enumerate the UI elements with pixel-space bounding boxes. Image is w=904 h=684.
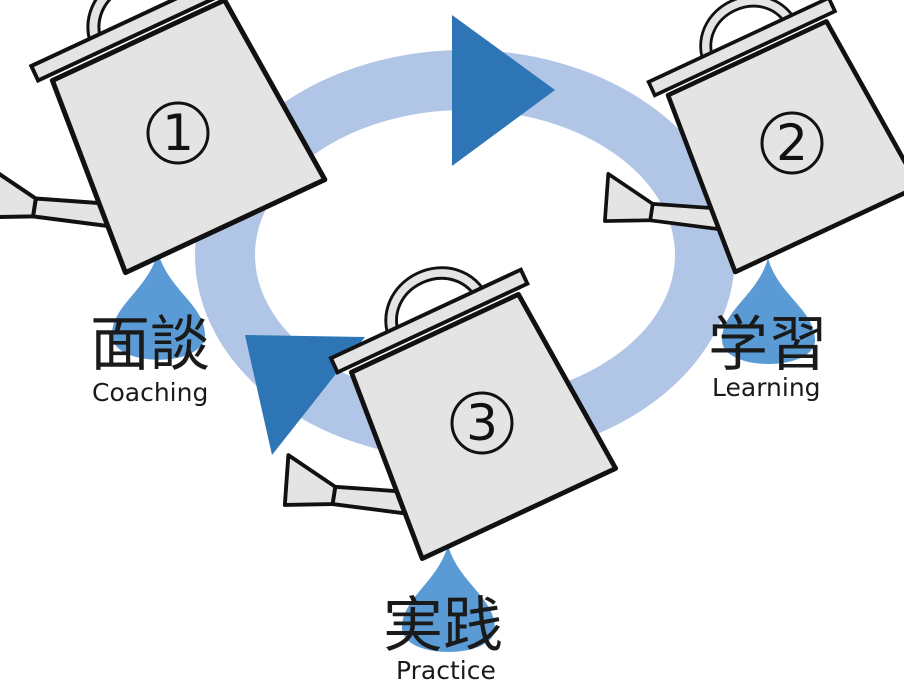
water-drop-3 [402, 545, 495, 652]
svg-text:1: 1 [162, 104, 194, 162]
step-2-label-en: Learning [712, 373, 821, 402]
svg-text:3: 3 [466, 394, 498, 452]
step-3-label-jp: 実践 [383, 591, 503, 661]
water-drop-1 [112, 252, 205, 360]
step-number-1: 1 [146, 101, 210, 165]
water-drop-2 [722, 258, 815, 364]
step-number-3: 3 [450, 391, 514, 455]
step-1-label-jp: 面談 [90, 310, 210, 380]
step-2-label-jp: 学習 [708, 310, 828, 380]
svg-text:2: 2 [776, 114, 808, 172]
step-1-label-en: Coaching [92, 378, 209, 407]
step-3-label-en: Practice [396, 656, 496, 684]
cycle-arrow-top [452, 15, 555, 166]
step-number-2: 2 [760, 111, 824, 175]
